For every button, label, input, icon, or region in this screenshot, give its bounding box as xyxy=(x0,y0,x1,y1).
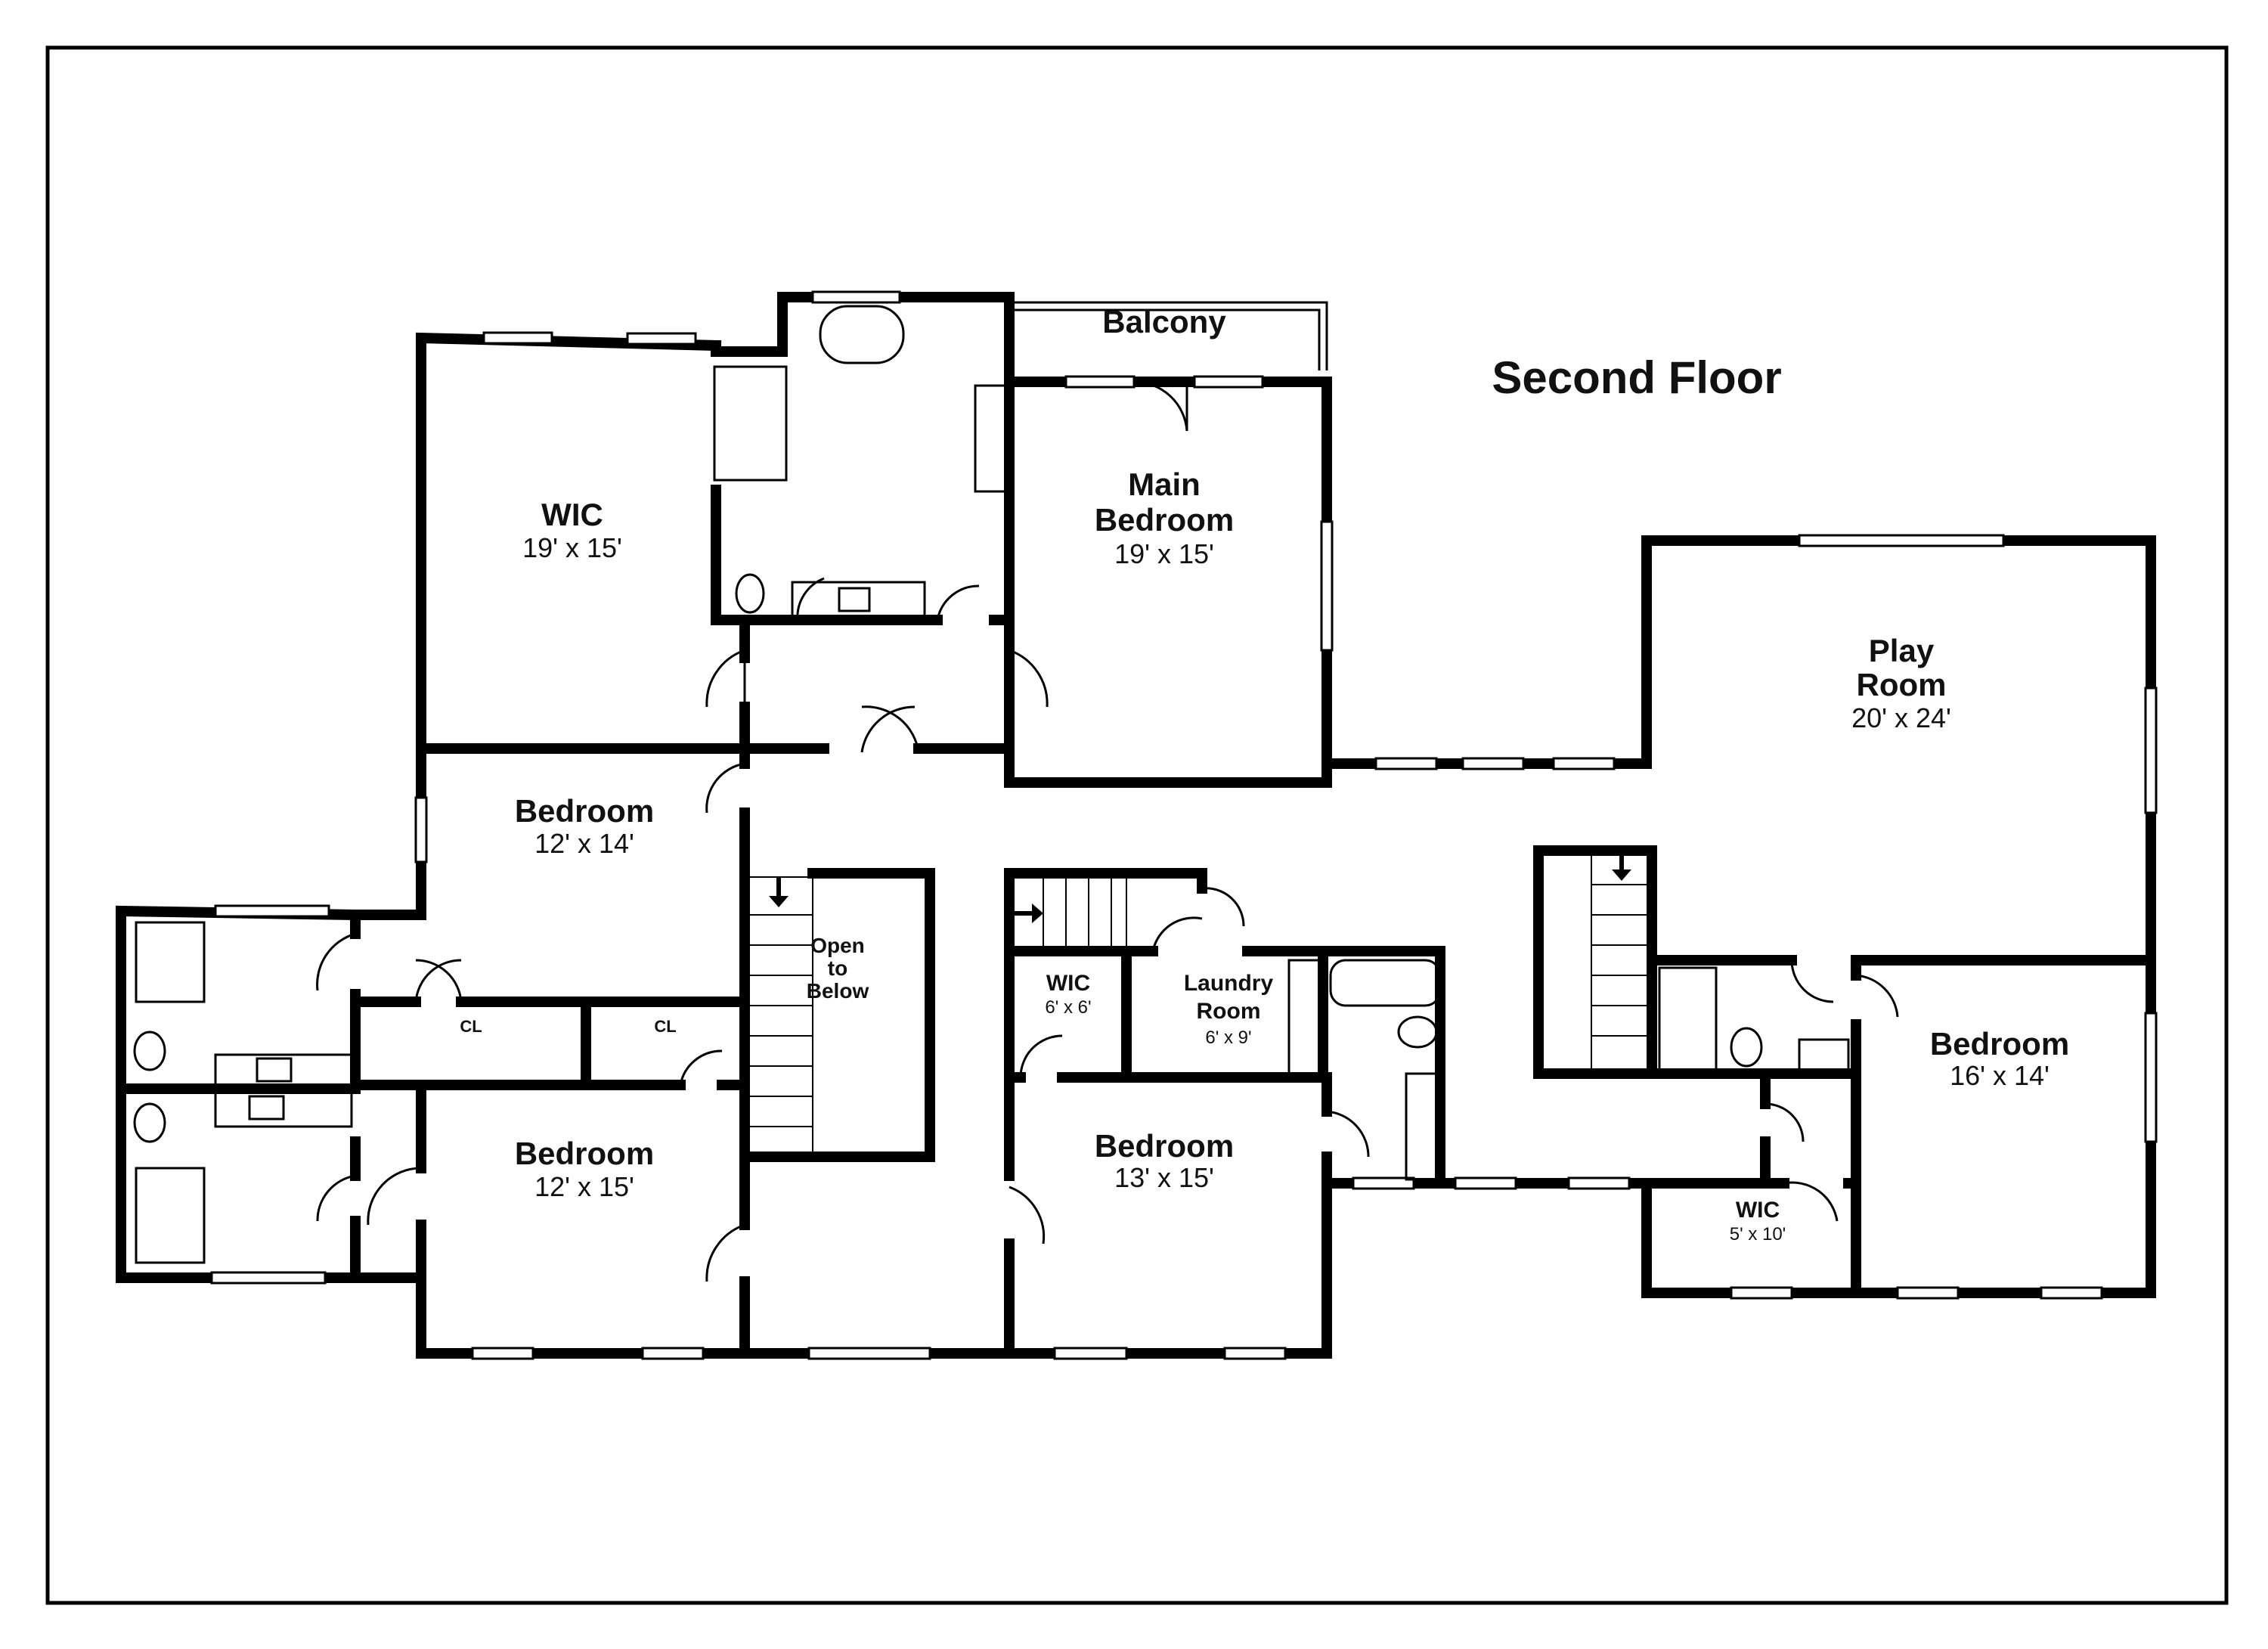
wic-main-name: WIC xyxy=(541,497,603,532)
stair-arrows xyxy=(769,851,1631,923)
main-bedroom-dims: 19' x 15' xyxy=(1114,538,1214,569)
laundry-dims: 6' x 9' xyxy=(1205,1028,1251,1048)
closet-label-1: CL xyxy=(460,1017,482,1036)
balcony-railing xyxy=(1009,301,1328,370)
bedroom-nw-dims: 12' x 14' xyxy=(534,828,634,859)
wic-small-name: WIC xyxy=(1046,971,1090,996)
wic-small-dims: 6' x 6' xyxy=(1045,997,1091,1018)
bedroom-east-dims: 16' x 14' xyxy=(1950,1060,2050,1091)
floor-title: Second Floor xyxy=(1492,352,1781,403)
play-room-dims: 20' x 24' xyxy=(1851,702,1951,733)
wic-east-dims: 5' x 10' xyxy=(1730,1224,1786,1244)
open-to-below-1: Open xyxy=(810,934,865,957)
main-bedroom-name-1: Main xyxy=(1128,466,1201,502)
page-frame xyxy=(45,45,2229,1605)
bedroom-sw-name: Bedroom xyxy=(515,1136,654,1171)
bedroom-nw-name: Bedroom xyxy=(515,793,654,829)
play-room-name-1: Play xyxy=(1869,633,1935,668)
laundry-name-1: Laundry xyxy=(1184,971,1274,996)
windows xyxy=(210,290,2158,1360)
wic-main-dims: 19' x 15' xyxy=(522,532,622,563)
closet-label-2: CL xyxy=(654,1017,676,1036)
bedroom-center-dims: 13' x 15' xyxy=(1114,1162,1214,1193)
open-to-below-2: to xyxy=(828,956,847,980)
wic-east-name: WIC xyxy=(1736,1198,1780,1223)
open-to-below-3: Below xyxy=(807,979,869,1003)
fixtures xyxy=(133,305,1850,1264)
balcony-name: Balcony xyxy=(1102,304,1226,339)
bedroom-sw-dims: 12' x 15' xyxy=(534,1171,634,1202)
doors xyxy=(316,380,1899,1282)
laundry-name-2: Room xyxy=(1197,999,1261,1024)
bedroom-east-name: Bedroom xyxy=(1930,1026,2069,1062)
play-room-name-2: Room xyxy=(1857,667,1947,702)
main-bedroom-name-2: Bedroom xyxy=(1095,502,1234,538)
bedroom-center-name: Bedroom xyxy=(1095,1128,1234,1164)
